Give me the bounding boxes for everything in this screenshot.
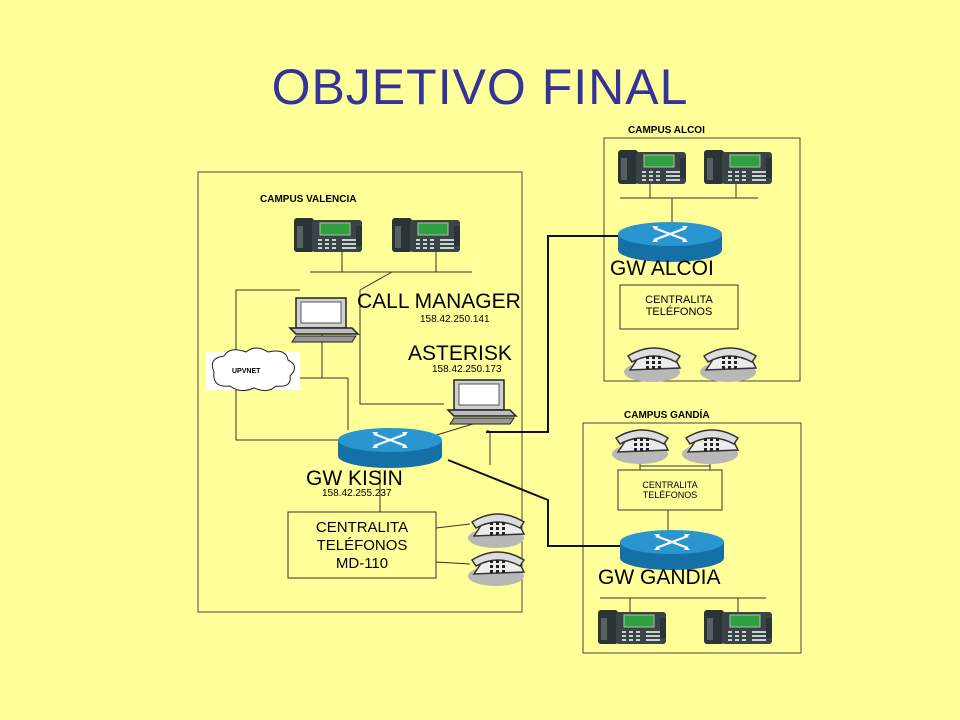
pbx-valencia-line1: CENTRALITA — [316, 519, 408, 536]
wan-link-alcoi — [486, 235, 622, 433]
pbx-gandia-line2: TELÉFONOS — [643, 490, 698, 500]
ip-phone-icon — [703, 149, 773, 185]
analog-phone-icon — [623, 347, 681, 383]
gw-kisin-ip: 158.42.255.237 — [322, 488, 392, 499]
upvnet-cloud-icon: UPVNET — [206, 347, 300, 392]
call-manager-ip: 158.42.250.141 — [420, 314, 490, 325]
asterisk-ip: 158.42.250.173 — [432, 364, 502, 375]
gw-gandia-label: GW GANDIA — [598, 566, 721, 589]
pbx-alcoi-line1: CENTRALITA — [645, 294, 713, 306]
asterisk-pc-icon — [447, 379, 517, 425]
asterisk-label: ASTERISK — [408, 342, 512, 365]
ip-phone-icon — [597, 609, 667, 645]
campus-valencia-label: CAMPUS VALENCIA — [260, 194, 356, 205]
alcoi-links — [620, 182, 758, 222]
gw-alcoi-label: GW ALCOI — [610, 257, 714, 280]
pbx-valencia-line3: MD-110 — [336, 555, 388, 572]
wan-link-gandia — [447, 459, 622, 547]
campus-alcoi-label: CAMPUS ALCOI — [628, 125, 705, 136]
call-manager-label: CALL MANAGER — [357, 290, 521, 313]
pbx-gandia-box — [617, 469, 723, 511]
router-icon — [618, 528, 726, 572]
analog-phone-icon — [467, 513, 525, 549]
gandia-links — [600, 462, 766, 612]
ip-phone-icon — [703, 609, 773, 645]
upvnet-label: UPVNET — [232, 368, 261, 375]
campus-alcoi-box — [603, 137, 801, 382]
campus-valencia-box — [197, 171, 523, 613]
ip-phone-icon — [391, 217, 461, 253]
analog-phone-icon — [467, 551, 525, 587]
page-title: OBJETIVO FINAL — [271, 59, 689, 115]
campus-gandia-label: CAMPUS GANDÍA — [624, 408, 710, 421]
call-manager-pc-icon — [289, 297, 359, 343]
pbx-valencia-line2: TELÉFONOS — [317, 537, 408, 554]
analog-phone-icon — [681, 429, 739, 465]
ip-phone-icon — [293, 217, 363, 253]
analog-phone-icon — [611, 429, 669, 465]
gw-kisin-label: GW KISIN — [306, 467, 403, 490]
campus-gandia-box — [582, 422, 802, 654]
pbx-alcoi-box — [619, 284, 739, 330]
ip-phone-icon — [617, 149, 687, 185]
router-icon — [336, 426, 444, 470]
pbx-alcoi-line2: TELÉFONOS — [646, 305, 713, 318]
analog-phone-icon — [699, 347, 757, 383]
pbx-gandia-line1: CENTRALITA — [642, 480, 697, 490]
pbx-valencia-box — [287, 511, 437, 579]
router-icon — [616, 220, 724, 264]
